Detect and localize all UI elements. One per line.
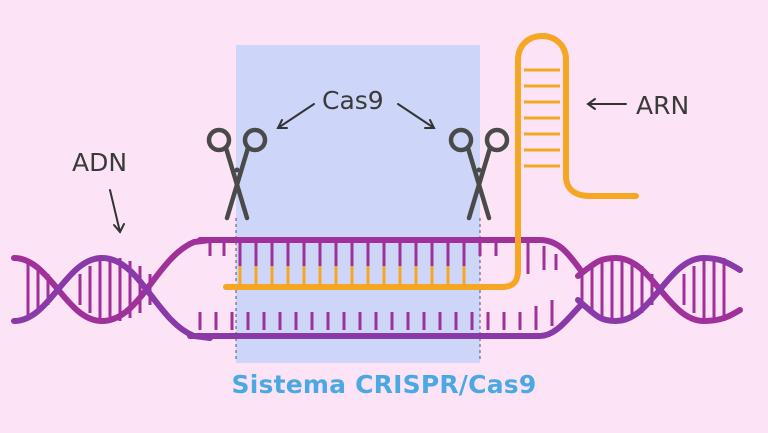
dna-strand-left-b bbox=[11, 254, 213, 341]
dna-strand-left-a bbox=[11, 237, 213, 325]
scissors-icon-right bbox=[448, 127, 510, 221]
dna-top-strand bbox=[197, 237, 585, 275]
dna-helix-right-rungs bbox=[580, 258, 726, 321]
arn-label: ARN bbox=[636, 91, 690, 120]
adn-label: ADN bbox=[72, 148, 128, 177]
dna-bottom-strand bbox=[187, 301, 585, 339]
annotation-arrows bbox=[109, 98, 627, 234]
dna-rna-pair-top bbox=[238, 256, 466, 266]
dna-strand-right-b bbox=[575, 254, 743, 325]
dna-top-strand-rungs bbox=[208, 242, 558, 274]
dna-helix-left-rungs bbox=[26, 258, 152, 321]
rna-strand bbox=[223, 33, 639, 290]
cas9-label: Cas9 bbox=[322, 86, 384, 115]
dna-bottom-strand-rungs bbox=[198, 300, 554, 330]
scissors-icon-left bbox=[206, 127, 268, 221]
rna-guide-rungs bbox=[238, 266, 466, 287]
rna-hairpin-rungs bbox=[524, 68, 560, 168]
cas9-highlight-region bbox=[236, 45, 480, 363]
diagram-title: Sistema CRISPR/Cas9 bbox=[231, 370, 537, 399]
